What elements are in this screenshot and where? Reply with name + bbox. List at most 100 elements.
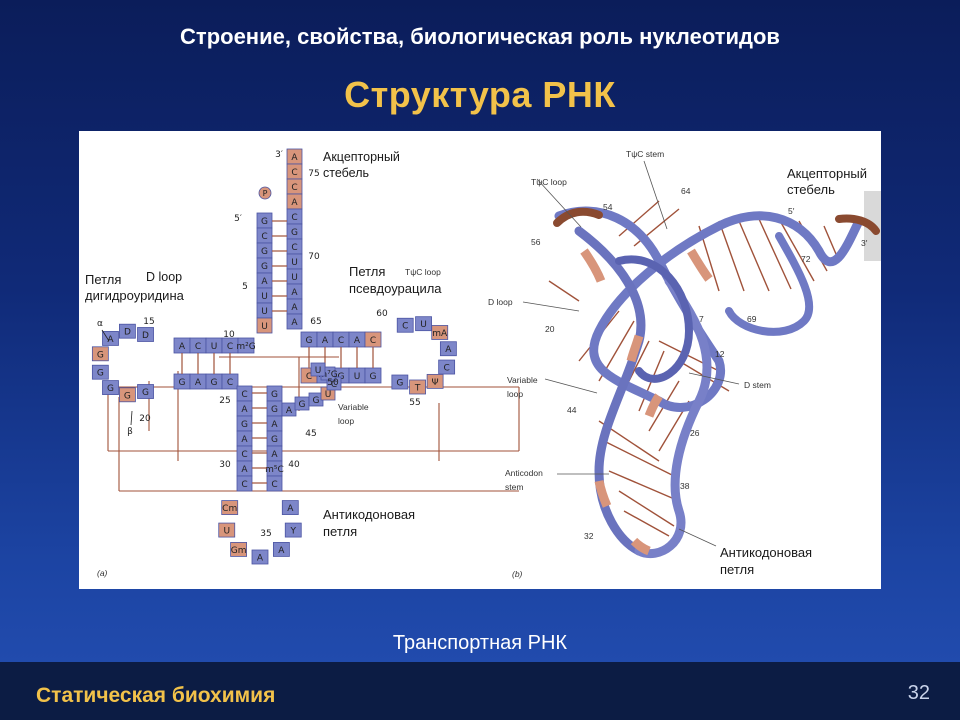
label-d-loop-ru-2: дигидроуридина (85, 288, 184, 303)
t-stem-top-4-letter: C (370, 336, 376, 346)
label-anticodon-b-1: Антикодоновая (720, 545, 813, 560)
acceptor-3p-5-letter: G (291, 228, 298, 238)
anticodon-stem-right-6-letter: C (271, 480, 277, 490)
t-stem-top-2-letter: C (338, 336, 344, 346)
anticodon-stem-right-4-letter: A (271, 450, 278, 460)
label-tpsi-loop-ru-1: Петля (349, 264, 386, 279)
variable-loop-2-letter: G (313, 396, 320, 406)
num-3p-b: 3′ (861, 238, 868, 248)
num-5: 5 (242, 282, 248, 292)
variable-loop-6-box (310, 362, 326, 377)
num-40: 40 (288, 460, 300, 470)
label-d-loop-b: D loop (488, 297, 513, 307)
acceptor-3p-0-letter: A (291, 153, 298, 163)
d-stem-bottom-2-letter: G (211, 378, 218, 388)
num-69: 69 (747, 314, 757, 324)
anticodon-loop-5-box (284, 522, 302, 538)
anticodon-stem-left-0-letter: C (241, 390, 247, 400)
t-stem-top-1-letter: A (322, 336, 329, 346)
label-anticodon-b-2: петля (720, 562, 755, 577)
t-loop-2-letter: mA (432, 329, 448, 339)
slide-title: Структура РНК (344, 74, 616, 115)
acceptor-3p-6-letter: C (291, 243, 297, 253)
num-50: 50 (327, 378, 339, 388)
phosphate-label: P (263, 189, 268, 198)
acceptor-3p-4-letter: C (291, 213, 297, 223)
num-25: 25 (219, 396, 230, 406)
t-loop-6-box (409, 379, 426, 395)
t-loop-2-box (431, 325, 449, 340)
num-60: 60 (376, 309, 388, 319)
d-loop-2-letter: A (107, 335, 114, 345)
acceptor-5p-0-letter: G (261, 217, 268, 227)
num-55: 55 (409, 398, 420, 408)
anticodon-loop-3-letter: A (257, 554, 264, 564)
d-loop-4-box (91, 364, 109, 380)
num-65: 65 (310, 317, 321, 327)
variable-loop-5-letter: m⁷G (318, 370, 337, 380)
label-acceptor-stem-2: стебель (323, 166, 370, 180)
anticodon-loop-4-box (272, 542, 290, 557)
num-20-b: 20 (545, 324, 555, 334)
num-56: 56 (531, 237, 541, 247)
variable-loop-4-letter: C (331, 380, 337, 390)
t-loop-4-letter: C (443, 364, 449, 374)
label-acceptor-b-1: Акцепторный (787, 166, 867, 181)
num-alpha: α (97, 319, 103, 329)
highlight-segments (580, 248, 713, 556)
label-variable-loop-1: Variable (338, 402, 369, 412)
num-3p: 3′ (275, 150, 283, 160)
arrow-alpha (101, 329, 110, 342)
anticodon-loop-1-box (218, 522, 236, 538)
footer-course-title: Статическая биохимия (36, 684, 276, 707)
anticodon-loop-6-box (281, 500, 299, 515)
label-acceptor-stem-1: Акцепторный (323, 150, 400, 164)
num-64: 64 (681, 186, 691, 196)
num-10: 10 (223, 330, 235, 340)
label-d-loop-ru-1: Петля (85, 272, 122, 287)
d-loop-0-box (137, 327, 154, 342)
d-stem-top-4-letter: m²G (236, 342, 255, 352)
d-loop-6-letter: G (124, 391, 131, 401)
anticodon-loop-0-letter: Cm (222, 504, 237, 514)
t-loop-3-letter: A (445, 345, 452, 355)
num-44: 44 (567, 405, 577, 415)
acceptor-3p-base-letter: A (291, 318, 298, 328)
anticodon-loop-5-letter: Y (290, 527, 297, 537)
acceptor-5p-u-box (256, 317, 273, 334)
anticodon-stem-right-5-letter: m⁵C (265, 465, 284, 475)
anticodon-stem-left-6-letter: C (241, 480, 247, 490)
t-stem-top-0-letter: G (306, 336, 313, 346)
anticodon-stem-left-5-letter: A (241, 465, 248, 475)
label-tpsi-loop-ru-2: псевдоурацила (349, 281, 442, 296)
num-5p-b: 5′ (788, 206, 795, 216)
arrow-beta (130, 410, 133, 426)
d-loop-3-box (91, 346, 109, 362)
variable-loop-0-letter: A (286, 406, 293, 416)
footer-bar: Статическая биохимия 32 (0, 662, 960, 720)
num-20: 20 (139, 414, 151, 424)
acceptor-3p-10-letter: A (291, 303, 298, 313)
acceptor-5p-5-letter: U (261, 292, 268, 302)
num-75: 75 (308, 169, 319, 179)
t-loop-0-letter: C (402, 322, 408, 332)
t-stem-top-3-letter: A (354, 336, 361, 346)
acceptor-5p-4-letter: A (261, 277, 268, 287)
acceptor-5p-u-letter: U (261, 322, 268, 332)
d-loop-6-box (119, 387, 136, 403)
anticodon-loop-0-box (221, 500, 239, 515)
backbone-strands (553, 206, 880, 559)
phosphate-circle (258, 186, 272, 200)
t-loop-1-letter: U (420, 320, 427, 330)
d-stem-bottom-1-letter: A (195, 378, 202, 388)
t-loop-5-letter: Ψ (432, 378, 439, 388)
num-70: 70 (308, 252, 320, 262)
num-beta: β (127, 427, 133, 437)
num-5p: 5′ (234, 214, 242, 224)
t-loop-6-letter: T (414, 383, 421, 393)
anticodon-loop-2-letter: Gm (231, 546, 247, 556)
t-loop-1-box (415, 316, 432, 332)
num-30: 30 (219, 460, 231, 470)
